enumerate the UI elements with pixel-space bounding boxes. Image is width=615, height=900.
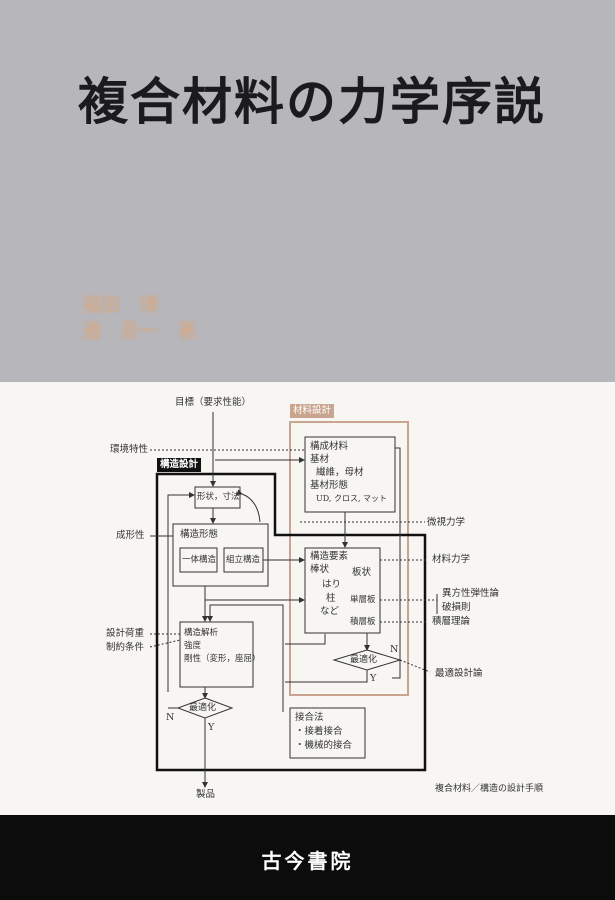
analysis-text: 構造解析 xyxy=(184,628,219,638)
anisotropic-label: 異方性弾性論 xyxy=(442,588,500,599)
diagram-caption: 複合材料／構造の設計手順 xyxy=(435,784,544,794)
constituent-text: 構成材料 xyxy=(310,441,349,452)
joining-text: 接合法 xyxy=(295,712,324,723)
joining-text: ・機械的接合 xyxy=(295,740,353,751)
goal-label: 目標（要求性能） xyxy=(175,397,252,408)
element-text: 単層板 xyxy=(350,595,376,605)
element-text: 構造要素 xyxy=(310,551,349,562)
mechanics-label: 材料力学 xyxy=(432,554,471,565)
integral-structure: 一体構造 xyxy=(182,555,217,565)
cover-bottom-band: 古今書院 xyxy=(0,815,615,900)
design-load-label: 設計荷重 xyxy=(106,628,145,639)
constituent-text: 基材 xyxy=(310,454,330,465)
structural-design-label: 構造設計 xyxy=(157,458,202,472)
no-right: N xyxy=(390,644,399,655)
publisher-name: 古今書院 xyxy=(261,849,354,873)
assembled-structure: 組立構造 xyxy=(226,555,261,565)
failure-label: 破損則 xyxy=(442,602,471,613)
element-text: など xyxy=(320,606,340,617)
optimal-design-label: 最適設計論 xyxy=(435,668,483,679)
no-left: N xyxy=(166,712,175,723)
element-text: 柱 xyxy=(326,593,336,604)
constituent-text: 基材形態 xyxy=(310,480,349,491)
form-title: 構造形態 xyxy=(180,529,219,540)
constraints-label: 制約条件 xyxy=(106,642,145,653)
yes-right: Y xyxy=(370,673,377,684)
analysis-text: 強度 xyxy=(184,641,202,651)
element-text: 棒状 xyxy=(310,564,330,575)
design-flow-diagram: 目標（要求性能） 材料設計 環境特性 構造設計 構成材料 基材 繊維，母材 基材… xyxy=(0,382,615,815)
author-2: 邉 吾一 著 xyxy=(82,320,197,342)
diagram-lines xyxy=(149,412,438,788)
constituent-text: 繊維，母材 xyxy=(316,467,364,478)
joining-text: ・接着接合 xyxy=(295,726,343,737)
element-text: 板状 xyxy=(352,567,372,578)
lamination-label: 積層理論 xyxy=(432,616,471,627)
book-title: 複合材料の力学序説 xyxy=(78,73,546,131)
shape-label: 形状，寸法 xyxy=(197,492,240,502)
optimize-right: 最適化 xyxy=(350,655,378,665)
yes-left: Y xyxy=(208,722,215,733)
cover-top: 複合材料の力学序説 福田 博 邉 吾一 著 xyxy=(0,0,615,382)
formability-label: 成形性 xyxy=(116,530,145,541)
element-text: はり xyxy=(322,579,342,590)
element-text: 積層板 xyxy=(350,617,376,627)
optimize-left: 最適化 xyxy=(189,703,217,713)
material-design-label: 材料設計 xyxy=(290,404,335,418)
analysis-text: 剛性（変形，座屈） xyxy=(184,654,261,664)
author-1: 福田 博 xyxy=(82,294,159,316)
constituent-text: UD, クロス, マット xyxy=(316,494,388,503)
micromechanics-label: 微視力学 xyxy=(427,517,466,528)
product-label: 製品 xyxy=(196,789,216,800)
environment-label: 環境特性 xyxy=(110,444,149,455)
